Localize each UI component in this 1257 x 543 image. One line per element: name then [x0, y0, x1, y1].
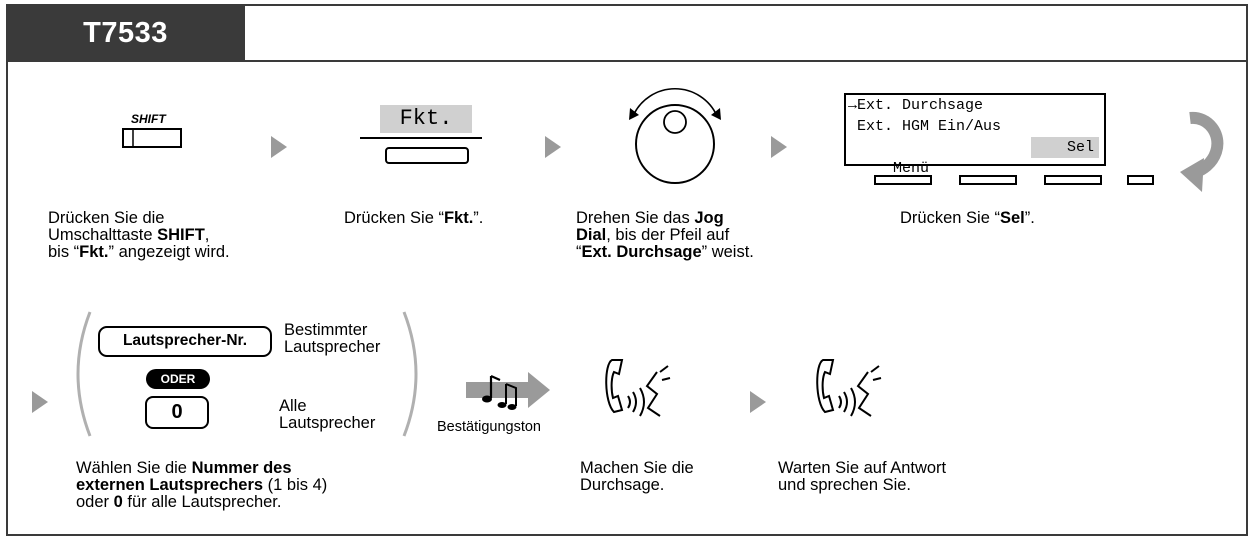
jog-dial-icon[interactable]	[620, 82, 730, 194]
shift-step-description: Drücken Sie die Umschalttaste SHIFT, bis…	[48, 210, 328, 261]
sel-step-description: Drücken Sie “Sel”.	[900, 209, 1035, 227]
soft-key-icon[interactable]	[385, 146, 471, 166]
speaker-number-key[interactable]: Lautsprecher-Nr.	[98, 326, 272, 357]
lcd-line-3: Menü Sel	[846, 137, 1104, 221]
lcd-soft-key-sel[interactable]	[1044, 175, 1102, 185]
wait-step-description: Warten Sie auf Antwort und sprechen Sie.	[778, 459, 947, 494]
lcd-display: →Ext. Durchsage Ext. HGM Ein/Aus Menü Se…	[844, 93, 1106, 177]
handset-speaking-icon	[605, 359, 671, 417]
jog-step-description: Drehen Sie das Jog Dial, bis der Pfeil a…	[576, 209, 754, 261]
fkt-step-description: Drücken Sie “Fkt.”.	[344, 209, 484, 227]
handset-speaking-icon	[816, 359, 882, 417]
confirmation-tone-label: Bestätigungston	[437, 419, 541, 435]
confirmation-tone-icon	[466, 372, 550, 410]
lcd-soft-key-1[interactable]	[874, 175, 932, 185]
shift-key-label: SHIFT	[131, 112, 166, 126]
announce-step-description: Machen Sie die Durchsage.	[580, 459, 694, 494]
step-arrow-icon	[32, 391, 48, 413]
lcd-sel-label: Sel	[1031, 137, 1099, 158]
shift-desc-line2: Umschalttaste SHIFT,	[48, 226, 210, 244]
step-arrow-icon	[545, 136, 561, 158]
shift-desc-line1: Drücken Sie die	[48, 209, 165, 227]
left-bracket	[76, 311, 92, 437]
model-title: T7533	[83, 17, 168, 49]
right-bracket	[402, 311, 418, 437]
lcd-soft-key-2[interactable]	[959, 175, 1017, 185]
lcd-line-1: →Ext. Durchsage	[848, 97, 984, 114]
lcd-menu-label: Menü	[884, 160, 930, 177]
lcd-line-2: Ext. HGM Ein/Aus	[848, 118, 1002, 135]
fkt-display-label: Fkt.	[380, 105, 472, 133]
specific-speaker-note: Bestimmter Lautsprecher	[284, 321, 381, 356]
header-rule	[245, 60, 1248, 62]
lcd-soft-key-4[interactable]	[1127, 175, 1154, 185]
shift-desc-line3: bis “Fkt.” angezeigt wird.	[48, 243, 230, 261]
step-arrow-icon	[771, 136, 787, 158]
all-speakers-note: Alle Lautsprecher	[279, 397, 376, 432]
select-step-description: Wählen Sie die Nummer des externen Lauts…	[76, 459, 328, 511]
or-badge: ODER	[146, 369, 210, 389]
shift-key-icon	[122, 128, 182, 148]
header-band	[6, 4, 245, 62]
display-underline	[360, 137, 482, 139]
continue-curved-arrow-icon	[1180, 111, 1224, 192]
step-arrow-icon	[750, 391, 766, 413]
diagram-frame	[6, 4, 1248, 536]
step-arrow-icon	[271, 136, 287, 158]
zero-key[interactable]: 0	[145, 396, 209, 429]
